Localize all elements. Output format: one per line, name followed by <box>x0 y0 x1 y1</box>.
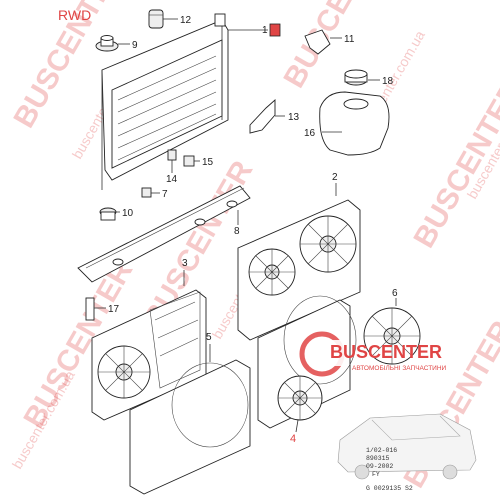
part-9-grommet <box>95 35 130 52</box>
part-16-expansion-tank <box>319 91 390 156</box>
callout-4: 4 <box>290 433 296 445</box>
radiator <box>101 13 281 190</box>
part-13-bracket <box>249 98 285 134</box>
drawing-code: 1/02-016 890315 09-2002 FY G 0029135 S2 <box>366 447 413 492</box>
callout-3: 3 <box>182 258 188 269</box>
code-line-3: 09-2002 <box>366 463 393 470</box>
part-14-clip <box>167 149 177 173</box>
part-12-cap <box>148 9 178 29</box>
vehicle-sketch <box>337 413 477 480</box>
buscenter-logo: BUSCENTER АВТОМОБІЛЬНІ ЗАПЧАСТИНИ <box>299 331 447 377</box>
callout-13: 13 <box>288 112 300 123</box>
logo-tagline: АВТОМОБІЛЬНІ ЗАПЧАСТИНИ <box>352 365 447 372</box>
callout-15: 15 <box>202 157 214 168</box>
callout-7: 7 <box>162 189 168 200</box>
logo-brand: BUSCENTER <box>330 342 442 362</box>
callout-2: 2 <box>332 172 338 183</box>
callout-6: 6 <box>392 288 398 299</box>
callout-14: 14 <box>166 174 178 185</box>
code-line-2: 890315 <box>366 455 390 462</box>
code-line-4: FY <box>372 471 380 478</box>
part-5-shroud-ring <box>129 344 251 495</box>
part-18-reservoir-cap <box>344 69 380 86</box>
variant-label: RWD <box>58 7 91 23</box>
callout-12: 12 <box>180 15 192 26</box>
part-11-hose-clip <box>304 29 342 55</box>
callout-9: 9 <box>132 40 138 51</box>
callout-17: 17 <box>108 304 120 315</box>
callout-5: 5 <box>206 332 212 343</box>
part-6-fan <box>363 298 421 365</box>
callout-10: 10 <box>122 208 134 219</box>
callout-1: 1 <box>262 25 268 36</box>
part-4-fan-motor <box>277 375 323 433</box>
code-line-5: G 0029135 S2 <box>366 485 413 492</box>
callout-11: 11 <box>344 34 355 45</box>
callout-18: 18 <box>382 76 394 87</box>
code-line-1: 1/02-016 <box>366 447 397 454</box>
callout-16: 16 <box>304 128 316 139</box>
part-8-crossmember <box>77 185 251 283</box>
part-10-bushing <box>99 207 120 221</box>
part-7-bolt <box>141 187 160 198</box>
part-17-bolt <box>85 297 106 321</box>
part-15-clip <box>183 155 200 167</box>
callout-8: 8 <box>234 226 240 237</box>
